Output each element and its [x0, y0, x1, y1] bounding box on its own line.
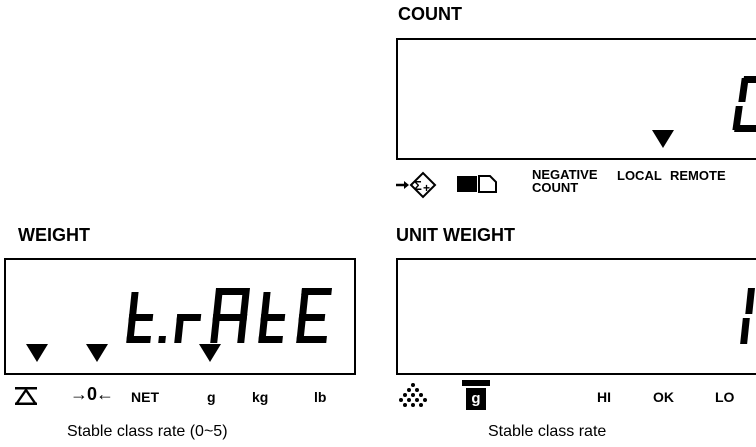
unit-weight-title: UNIT WEIGHT	[396, 225, 515, 245]
count-annunciator-negative: NEGATIVE COUNT	[532, 167, 598, 195]
unit-weight-icon-label: g	[466, 388, 486, 410]
svg-text:Σ: Σ	[414, 178, 422, 193]
zero-indicator: →0←	[70, 384, 114, 404]
weight-indicator-triangle-g	[199, 344, 221, 362]
count-annunciator-local: LOCAL	[617, 168, 662, 183]
svg-text:+: +	[423, 181, 430, 195]
weight-display	[4, 258, 356, 375]
unit-weight-caption: Stable class rate	[488, 423, 607, 440]
count-indicator-triangle	[652, 130, 674, 148]
lb-indicator: lb	[314, 389, 327, 405]
lo-indicator: LO	[715, 389, 735, 405]
hi-indicator: HI	[597, 389, 611, 405]
weight-display-text	[126, 288, 332, 343]
kg-indicator: kg	[252, 389, 269, 405]
weight-indicator-triangle-zero	[86, 344, 108, 362]
add-to-memory-icon: Σ +	[396, 171, 437, 199]
g-indicator: g	[207, 389, 216, 405]
sample-dots-icon	[399, 383, 427, 407]
count-display	[396, 38, 756, 160]
weight-caption: Stable class rate (0~5)	[67, 423, 228, 440]
count-title: COUNT	[398, 4, 462, 24]
unit-weight-digit	[740, 288, 755, 344]
unit-weight-display	[396, 258, 756, 375]
ok-indicator: OK	[653, 389, 674, 405]
count-annunciator-remote: REMOTE	[670, 168, 726, 183]
net-indicator: NET	[131, 389, 159, 405]
weight-title: WEIGHT	[18, 225, 90, 245]
battery-icon	[457, 175, 497, 193]
stable-icon	[15, 387, 37, 405]
weight-indicator-triangle-stable	[26, 344, 48, 362]
unit-weight-icon: g	[462, 380, 490, 410]
count-digit	[732, 76, 756, 132]
